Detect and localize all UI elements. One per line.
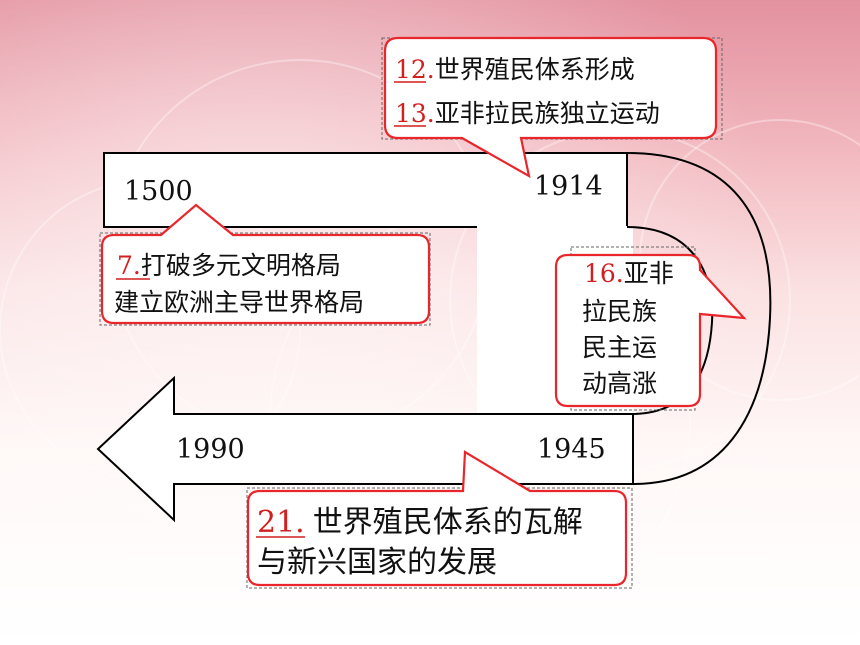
callout-7-text-1: 打破多元文明格局 — [141, 251, 341, 280]
callout-12-13: 12.世界殖民体系形成 13.亚非拉民族独立运动 — [381, 36, 723, 179]
year-1945-label: 1945 — [537, 434, 606, 465]
svg-text:7.打破多元文明格局: 7.打破多元文明格局 — [117, 251, 341, 280]
callout-21-number: 21. — [257, 505, 305, 540]
year-1914-label: 1914 — [534, 171, 603, 202]
callout-16-text-4: 动高涨 — [582, 369, 657, 398]
svg-text:12.世界殖民体系形成: 12.世界殖民体系形成 — [395, 55, 635, 84]
callout-16-text-1: 亚非 — [624, 259, 674, 288]
callout-21: 21.世界殖民体系的瓦解 与新兴国家的发展 — [246, 450, 633, 589]
callout-7: 7.打破多元文明格局 建立欧洲主导世界格局 — [99, 203, 431, 326]
callout-21-text-2: 与新兴国家的发展 — [257, 545, 497, 580]
callout-12-13-bubble — [383, 36, 718, 179]
callout-21-bubble — [246, 450, 628, 587]
callout-16-text-3: 民主运 — [582, 333, 657, 362]
svg-text:16.亚非: 16.亚非 — [584, 259, 674, 288]
callout-7-number: 7. — [117, 251, 141, 280]
callout-7-text-2: 建立欧洲主导世界格局 — [114, 288, 364, 317]
outer-turn-arc — [626, 152, 772, 485]
callout-12-number: 12. — [395, 55, 435, 84]
year-1500-label: 1500 — [124, 176, 193, 207]
callout-7-bubble — [100, 203, 431, 325]
svg-text:13.亚非拉民族独立运动: 13.亚非拉民族独立运动 — [395, 99, 660, 128]
year-1990-label: 1990 — [176, 434, 245, 465]
bottom-arrow — [96, 375, 634, 523]
callout-16-text-2: 拉民族 — [582, 297, 657, 326]
svg-text:21.世界殖民体系的瓦解: 21.世界殖民体系的瓦解 — [257, 505, 583, 540]
callout-13-number: 13. — [395, 99, 435, 128]
callout-16: 16.亚非 拉民族 民主运 动高涨 — [554, 246, 747, 411]
callout-21-text-1: 世界殖民体系的瓦解 — [313, 505, 583, 540]
callout-13-text: 亚非拉民族独立运动 — [435, 99, 660, 128]
callout-16-bubble — [554, 253, 747, 408]
callout-12-text: 世界殖民体系形成 — [435, 55, 635, 84]
callout-16-number: 16. — [584, 259, 624, 288]
